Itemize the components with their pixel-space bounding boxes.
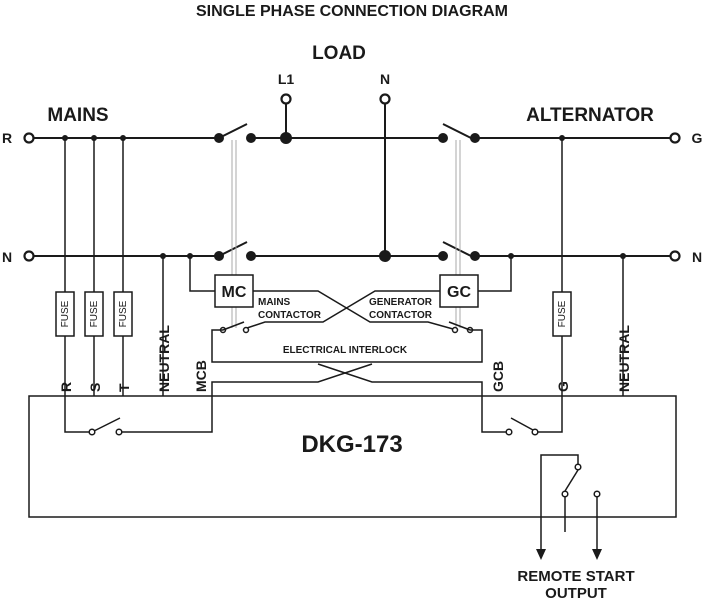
input-t-label: T — [116, 383, 132, 392]
generator-contactor-contacts — [438, 123, 480, 261]
mains-contactor-caption-1: MAINS — [258, 297, 291, 308]
fuse-t: FUSE — [113, 291, 133, 337]
mains-contactor-caption-2: CONTACTOR — [258, 310, 322, 321]
fuse-s: FUSE — [84, 291, 104, 337]
input-gcb-label: GCB — [490, 361, 506, 392]
terminal-circles — [23, 93, 681, 262]
alternator-phase-terminal-label: G — [692, 130, 703, 146]
interlock-label: ELECTRICAL INTERLOCK — [283, 345, 408, 356]
fuse-r-label: FUSE — [60, 300, 71, 327]
fuse-t-label: FUSE — [118, 300, 129, 327]
remote-start-relay — [536, 454, 602, 560]
diagram-title: SINGLE PHASE CONNECTION DIAGRAM — [196, 3, 508, 20]
junction-dots — [62, 132, 626, 262]
controller-input-labels: R S T NEUTRAL MCB GCB G NEUTRAL — [58, 325, 632, 392]
fuse-g: FUSE — [552, 291, 572, 337]
breaker-control-wiring — [211, 363, 483, 396]
load-label: LOAD — [312, 43, 366, 64]
generator-contactor-coil: GC GENERATOR CONTACTOR — [369, 256, 512, 321]
generator-contactor-code: GC — [447, 284, 471, 301]
mains-phase-terminal-label: R — [2, 130, 12, 146]
generator-auxiliary-contact — [448, 321, 474, 334]
remote-start-label-2: OUTPUT — [545, 585, 607, 600]
alternator-neutral-terminal-label: N — [692, 249, 702, 265]
fuse-r: FUSE — [55, 291, 75, 337]
fuse-s-label: FUSE — [89, 300, 100, 327]
input-mains-neutral-label: NEUTRAL — [156, 325, 172, 392]
load-neutral-terminal-label: N — [380, 71, 390, 87]
controller-box — [28, 395, 677, 518]
fuse-g-label: FUSE — [557, 300, 568, 327]
coil-crossover-wiring — [243, 290, 454, 330]
generator-contactor-caption-2: CONTACTOR — [369, 310, 433, 321]
remote-start-label-1: REMOTE START — [517, 568, 634, 585]
bus-wiring — [34, 104, 670, 257]
mains-label: MAINS — [47, 105, 108, 126]
mains-neutral-terminal-label: N — [2, 249, 12, 265]
input-mcb-label: MCB — [193, 360, 209, 392]
input-g-label: G — [555, 381, 571, 392]
input-r-label: R — [58, 382, 74, 392]
load-l1-terminal-label: L1 — [278, 71, 295, 87]
controller-name: DKG-173 — [301, 431, 402, 458]
generator-contactor-caption-1: GENERATOR — [369, 297, 433, 308]
input-alternator-neutral-label: NEUTRAL — [616, 325, 632, 392]
mains-auxiliary-contact — [219, 321, 250, 334]
mains-contactor-code: MC — [222, 284, 247, 301]
interlock-wiring — [211, 329, 483, 363]
alternator-label: ALTERNATOR — [526, 105, 654, 126]
input-s-label: S — [87, 383, 103, 392]
mcb-relay-contact — [64, 396, 213, 436]
sense-wiring — [64, 138, 624, 396]
mains-contactor-contacts — [214, 123, 256, 261]
mains-contactor-coil: MC MAINS CONTACTOR — [189, 256, 322, 321]
gcb-relay-contact — [481, 396, 563, 436]
